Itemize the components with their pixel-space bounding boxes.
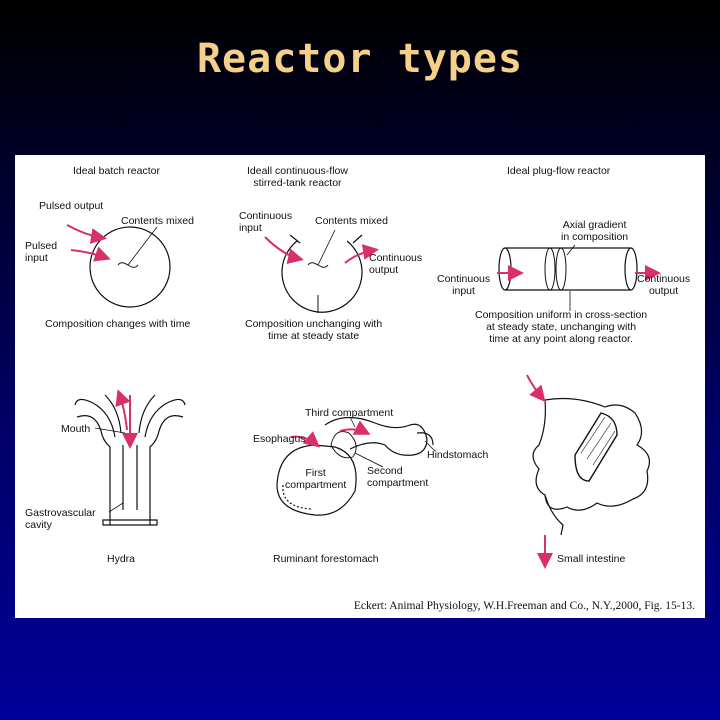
cstr-composition: Composition unchanging with time at stea… <box>245 318 383 342</box>
plug-title: Ideal plug-flow reactor <box>507 165 611 177</box>
plug-flow-reactor <box>497 244 661 311</box>
figure-drawing <box>66 224 661 569</box>
cstr-title: Ideall continuous-flow stirred-tank reac… <box>247 165 348 189</box>
cstr-contents-mixed: Contents mixed <box>315 215 388 227</box>
pulsed-input-arrow <box>70 246 111 262</box>
ruminant-hindstomach: Hindstomach <box>427 449 489 461</box>
intestine-in-arrow <box>526 374 546 403</box>
intestine-name: Small intestine <box>557 553 626 565</box>
hydra-drawing <box>74 389 186 526</box>
ruminant-second: Second compartment <box>367 465 429 489</box>
batch-pulsed-output: Pulsed output <box>39 200 104 212</box>
batch-composition: Composition changes with time <box>45 318 191 330</box>
batch-contents-mixed: Contents mixed <box>121 215 194 227</box>
third-compartment-arrow <box>339 420 371 435</box>
hydra-cavity: Gastrovascular cavity <box>25 507 96 531</box>
batch-pulsed-input: Pulsed input <box>25 240 58 264</box>
ruminant-third: Third compartment <box>305 407 394 419</box>
hydra-name: Hydra <box>107 553 136 565</box>
plug-composition: Composition uniform in cross-section at … <box>475 309 648 345</box>
batch-reactor <box>66 224 171 308</box>
cstr-continuous-input: Continuous input <box>239 210 293 234</box>
cstr-input-arrow <box>264 236 304 265</box>
reactor-figure: Ideal batch reactor Pulsed output Conten… <box>15 155 705 618</box>
figure-caption: Eckert: Animal Physiology, W.H.Freeman a… <box>353 600 695 612</box>
esophagus-arrow <box>290 431 321 448</box>
pulsed-output-arrow <box>66 224 107 244</box>
plug-continuous-output: Continuous output <box>637 273 691 297</box>
slide-title: Reactor types <box>196 36 524 82</box>
ruminant-first: First compartment <box>285 467 347 491</box>
intestine-drawing <box>526 374 650 569</box>
cstr-output-arrow <box>344 244 379 264</box>
cstr-continuous-output: Continuous output <box>369 252 423 276</box>
ruminant-name: Ruminant forestomach <box>273 553 379 565</box>
hydra-out-arrow <box>115 389 131 431</box>
plug-axial-gradient: Axial gradient in composition <box>561 219 629 243</box>
ruminant-esophagus: Esophagus <box>253 433 306 445</box>
plug-continuous-input: Continuous input <box>437 273 491 297</box>
hydra-mouth: Mouth <box>61 423 91 435</box>
cstr-reactor <box>264 229 379 313</box>
batch-title: Ideal batch reactor <box>73 165 160 177</box>
ruminant-drawing <box>276 416 436 516</box>
